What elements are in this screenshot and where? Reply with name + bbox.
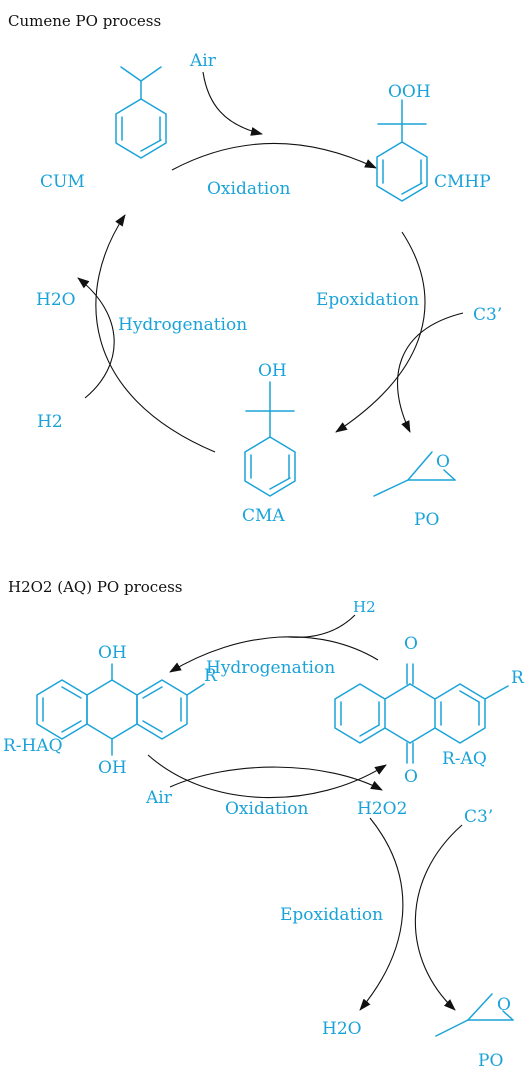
r-left-label: R — [204, 666, 218, 686]
hydrogenation-label: Hydrogenation — [118, 315, 247, 335]
cycle-arrow-hydrogenation — [95, 214, 216, 453]
air-oxidation-arrow — [169, 766, 383, 791]
po-label: PO — [478, 1051, 503, 1071]
oh-top-label: OH — [98, 643, 127, 663]
epoxide-o-label: O — [436, 452, 450, 472]
o-bottom-label: O — [404, 767, 418, 787]
rhaq-molecule — [36, 663, 205, 756]
cum-label: CUM — [40, 172, 85, 192]
air-label: Air — [145, 788, 173, 808]
epoxidation-label: Epoxidation — [316, 290, 419, 310]
cmhp-label: CMHP — [434, 172, 491, 192]
po-label: PO — [414, 510, 439, 530]
propylene-arrow — [397, 312, 464, 433]
propylene-to-po-arrow — [414, 824, 463, 1011]
epoxide-o-label: O — [497, 995, 511, 1015]
oh-label: OH — [258, 361, 287, 381]
h2-to-h2o-arrow — [77, 277, 115, 399]
po-epoxide-molecule — [373, 451, 456, 497]
hydrogenation-arrow — [169, 636, 379, 673]
po-epoxide-molecule-2 — [435, 993, 514, 1037]
cma-molecule — [244, 381, 296, 497]
rhaq-label: R-HAQ — [3, 736, 63, 756]
aq-title: H2O2 (AQ) PO process — [8, 578, 182, 596]
ooh-label: OOH — [388, 82, 431, 102]
h2o-label: H2O — [322, 1019, 362, 1039]
hydrogenation-label: Hydrogenation — [206, 658, 335, 678]
r-right-label: R — [511, 668, 525, 688]
h2-label: H2 — [37, 412, 63, 432]
h2o2-label: H2O2 — [357, 799, 407, 819]
raq-molecule — [334, 663, 509, 764]
h2o2-epoxidation-arrow — [359, 817, 404, 1011]
h2o-label: H2O — [36, 290, 76, 310]
h2-join-arrow — [287, 614, 356, 638]
raq-label: R-AQ — [442, 749, 487, 769]
c3-label: C3’ — [464, 807, 493, 827]
rhaq-to-raq-arrow — [147, 754, 387, 799]
oh-bottom-label: OH — [98, 758, 127, 778]
c3-label: C3’ — [473, 305, 502, 325]
cycle-arrow-oxidation — [171, 142, 377, 171]
air-arrow — [202, 71, 263, 136]
oxidation-label: Oxidation — [225, 799, 308, 819]
o-top-label: O — [404, 634, 418, 654]
cma-label: CMA — [242, 506, 285, 526]
cycle-arrow-epoxidation — [335, 231, 426, 433]
cumene-molecule — [115, 66, 167, 159]
air-label: Air — [189, 51, 217, 71]
oxidation-label: Oxidation — [207, 179, 290, 199]
cumene-title: Cumene PO process — [8, 12, 161, 30]
epoxidation-label: Epoxidation — [280, 905, 383, 925]
h2-label: H2 — [353, 598, 376, 616]
cmhp-molecule — [376, 99, 428, 202]
